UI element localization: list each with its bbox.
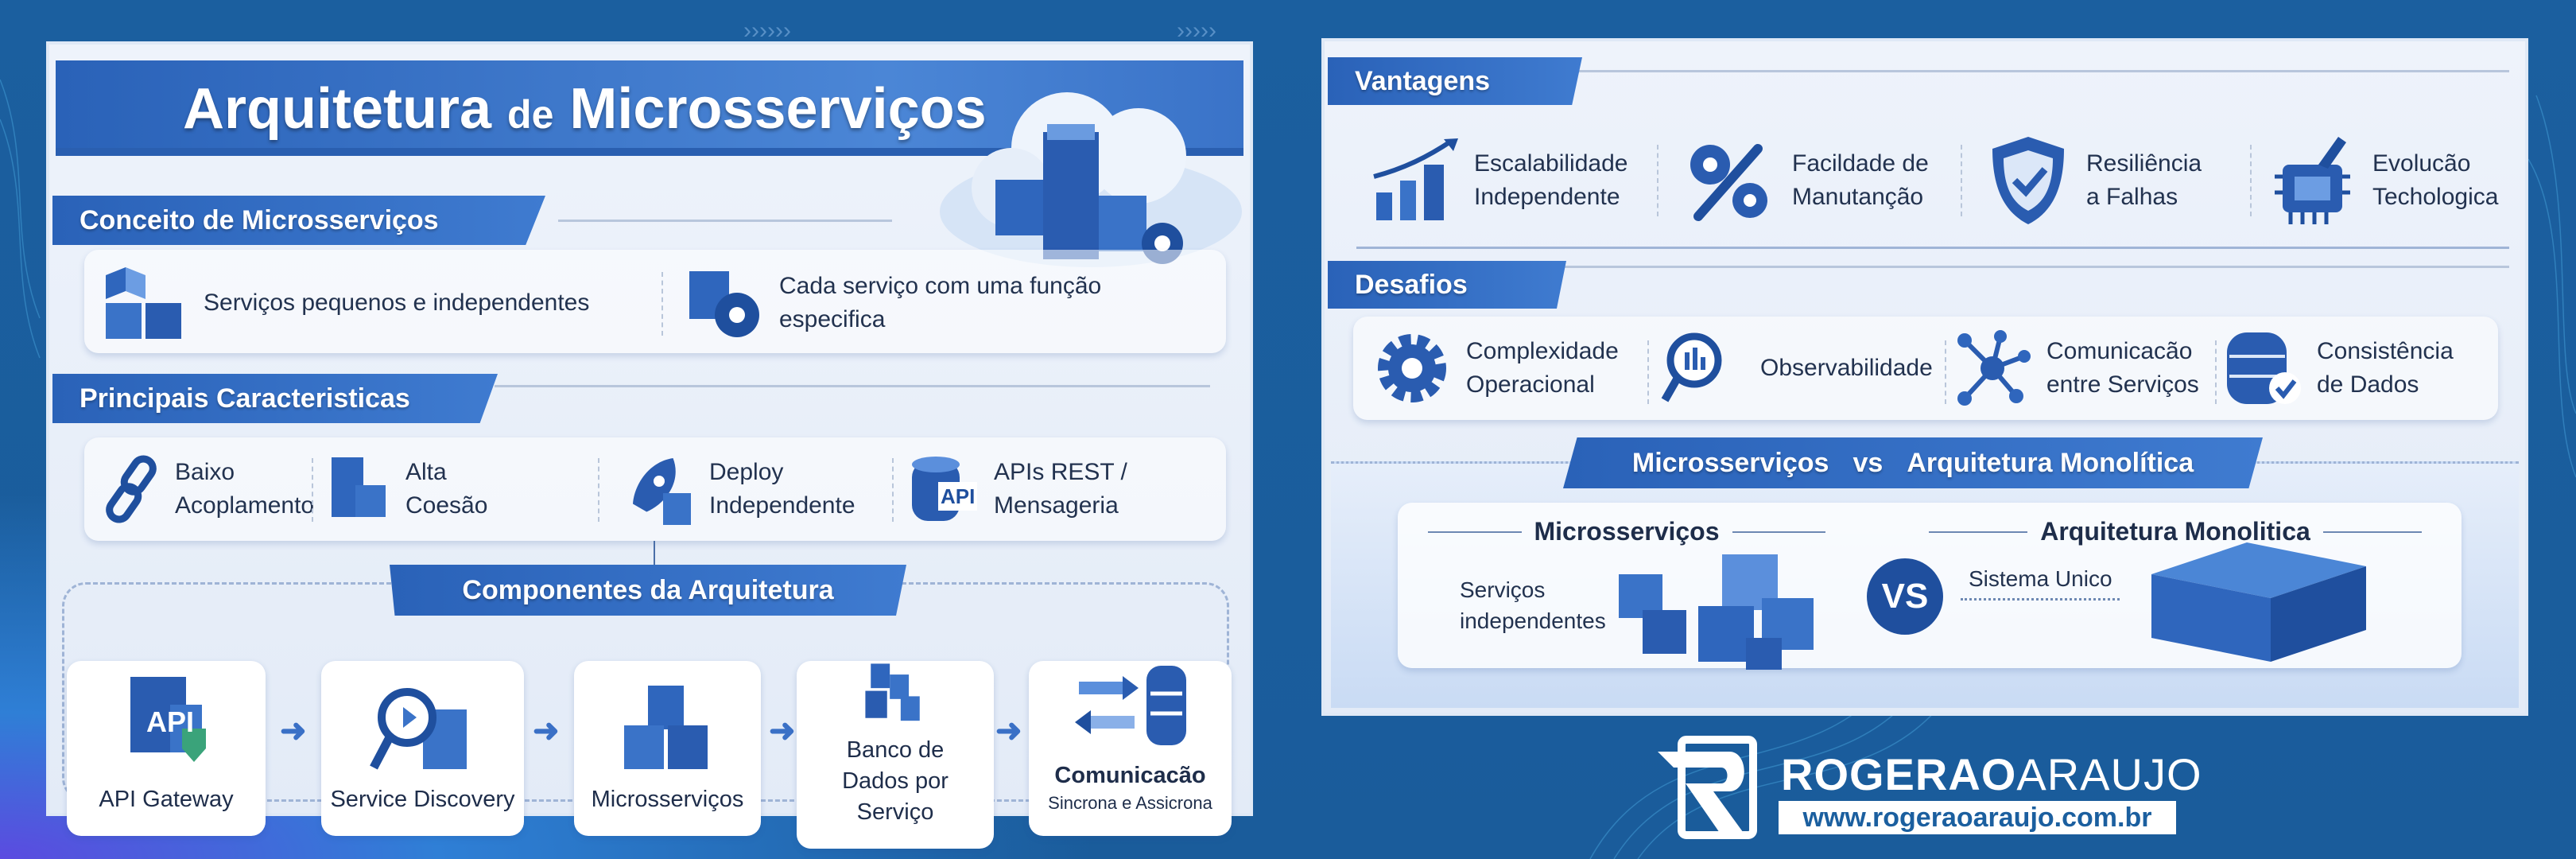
cubes-icon	[106, 267, 181, 339]
divider	[1563, 266, 2509, 268]
component-database-per-service: Banco de Dados por Serviço	[797, 661, 994, 849]
divider	[1647, 340, 1649, 404]
divider	[312, 458, 313, 522]
feature-high-cohesion: Alta Coesão	[328, 445, 534, 533]
bidirectional-arrow-icon	[1961, 598, 2120, 601]
divider	[2250, 145, 2252, 216]
divider	[1945, 340, 1946, 404]
logo-r-mark	[1658, 736, 1757, 839]
cubes-icon	[623, 685, 708, 769]
right-infographic-panel: Vantagens Escalabilidade Independente Fa…	[1325, 41, 2525, 713]
component-api-gateway: API API Gateway	[67, 661, 266, 836]
microservices-column-title: Microsserviços	[1428, 517, 1826, 546]
divider	[661, 272, 663, 336]
challenges-card	[1353, 317, 2498, 420]
advantage-maintainability: Facildade de Manutanção	[1682, 129, 1953, 232]
concept-item-single-function: Cada serviço com uma função especifica	[685, 259, 1178, 347]
api-database-icon: API	[908, 453, 980, 525]
monolith-description: Sistema Unico	[1969, 566, 2112, 591]
concept-card	[84, 250, 1226, 353]
divider	[2215, 340, 2217, 404]
rocket-icon	[633, 458, 691, 525]
cube-gear-icon	[689, 271, 759, 337]
divider	[1657, 145, 1658, 216]
monolith-block-icon	[2151, 542, 2366, 662]
divider	[558, 220, 892, 222]
monolith-column-title: Arquitetura Monolitica	[1929, 517, 2422, 546]
challenge-communication: Comunicacão entre Serviços	[1953, 325, 2215, 412]
challenge-operational-complexity: Complexidade Operacional	[1372, 325, 1635, 412]
concept-item-small-services: Serviços pequenos e independentes	[102, 259, 589, 347]
component-microservices: Microsserviços	[574, 661, 761, 836]
flow-arrow-icon: ➜	[995, 713, 1022, 748]
flow-arrow-icon: ➜	[769, 713, 796, 748]
feature-independent-deploy: Deploy Independente	[615, 445, 886, 533]
vs-badge: VS	[1867, 558, 1943, 635]
database-check-icon	[2227, 332, 2301, 404]
feature-apis-messaging: API APIs REST / Mensageria	[908, 445, 1210, 533]
database-arrows-icon	[1074, 666, 1186, 746]
components-section-header: Componentes da Arquitetura	[390, 565, 906, 616]
divider	[1579, 70, 2509, 72]
divider	[1961, 145, 1962, 216]
divider	[598, 458, 599, 522]
flow-arrow-icon: ➜	[533, 713, 560, 748]
challenges-section-header: Desafios	[1328, 261, 1566, 309]
shield-check-icon	[1992, 137, 2064, 224]
search-server-icon	[369, 687, 467, 770]
left-infographic-panel: Arquitetura de Microsserviços Conceito d…	[49, 45, 1250, 849]
concept-section-header: Conceito de Microsserviços	[52, 196, 545, 245]
challenge-data-consistency: Consistência de Dados	[2223, 325, 2485, 412]
network-icon	[1957, 330, 2031, 406]
advantage-scalability: Escalabilidade Independente	[1372, 129, 1635, 232]
cubes-icon	[332, 457, 386, 517]
chain-link-icon	[106, 455, 157, 523]
features-section-header: Principais Caracteristicas	[52, 374, 498, 423]
divider	[1356, 247, 2509, 249]
component-service-discovery: Service Discovery	[321, 661, 524, 836]
cubes-icon	[865, 663, 920, 721]
challenge-observability: Observabilidade	[1658, 325, 1953, 412]
cubes-icon	[1619, 554, 1814, 670]
brand-logo: ROGERAOARAUJO www.rogeraoaraujo.com.br	[1658, 736, 2230, 839]
page-title: Arquitetura de Microsserviços	[183, 77, 987, 141]
advantage-tech-evolution: Evolucão Techologica	[2271, 129, 2525, 232]
component-communication: Comunicacão Sincrona e Assicrona	[1029, 661, 1232, 836]
connector-line	[654, 541, 655, 568]
wrench-gear-icon	[1690, 144, 1767, 221]
advantage-resilience: Resiliência a Falhas	[1984, 129, 2239, 232]
api-gateway-icon: API	[114, 673, 218, 784]
growth-chart-icon	[1373, 138, 1458, 220]
svg-text:›››››: ›››››	[1177, 17, 1216, 44]
brand-url[interactable]: www.rogeraoaraujo.com.br	[1779, 801, 2176, 834]
microservices-description: Serviços independentes	[1460, 577, 1606, 634]
brand-name: ROGERAOARAUJO	[1781, 749, 2202, 799]
divider	[495, 385, 1210, 387]
cloud-servers-icon	[940, 92, 1242, 267]
divider	[892, 458, 894, 522]
feature-low-coupling: Baixo Acoplamento	[105, 445, 314, 533]
chip-icon	[2275, 137, 2350, 224]
advantages-section-header: Vantagens	[1328, 57, 1582, 105]
svg-text:››››››: ››››››	[743, 17, 791, 44]
flow-arrow-icon: ➜	[280, 713, 307, 748]
magnifier-chart-icon	[1661, 332, 1722, 402]
gear-icon	[1378, 334, 1446, 402]
